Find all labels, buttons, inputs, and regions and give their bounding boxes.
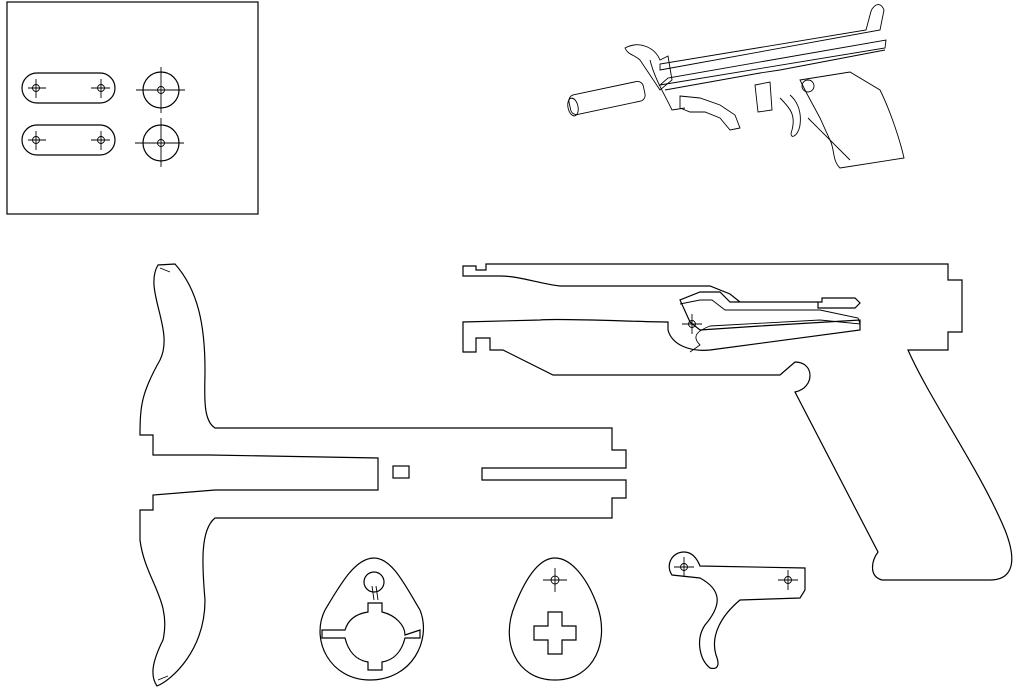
cam-right-part [508,557,603,681]
receiver-part [462,263,1013,581]
bow-holder-slot [392,465,410,479]
assembled-crossbow-view [567,4,905,169]
cam-left-part [319,557,425,681]
link-plate-bottom [21,124,116,156]
small-parts-panel [6,1,259,215]
link-plate-top [21,72,116,104]
bow-holder-part [139,263,627,687]
trigger-part [668,551,806,670]
